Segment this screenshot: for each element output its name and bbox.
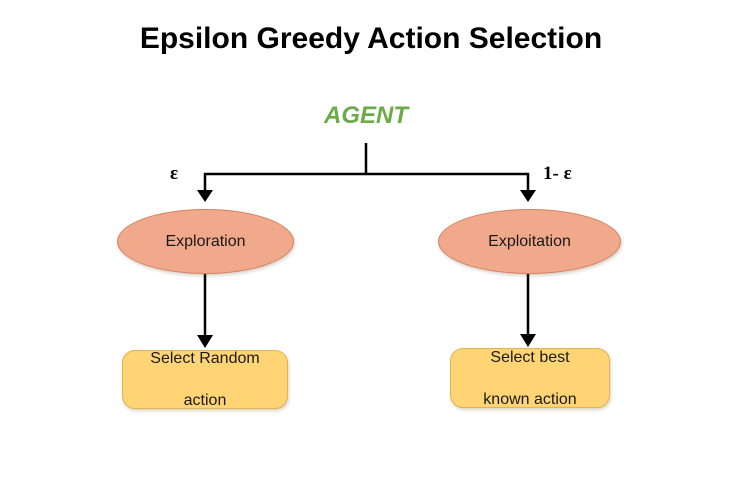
node-exploitation[interactable]: Exploitation: [438, 209, 621, 274]
node-exploration-label: Exploration: [165, 232, 246, 250]
node-select-best-known-action-line1: Select best: [490, 348, 570, 366]
node-select-random-action[interactable]: Select Random action: [122, 350, 288, 409]
arrowhead-left-branch: [197, 190, 213, 202]
arrowhead-exploration-action: [197, 335, 213, 348]
node-select-random-action-line2: action: [183, 392, 227, 409]
node-exploration[interactable]: Exploration: [117, 209, 294, 274]
page-title: Epsilon Greedy Action Selection: [139, 22, 603, 55]
branch-label-epsilon: ε: [170, 163, 179, 184]
node-select-random-action-label: Select Random action: [150, 348, 259, 411]
node-exploitation-label: Exploitation: [488, 232, 571, 250]
node-select-best-known-action-label: Select best known action: [483, 347, 576, 410]
node-select-best-known-action-line2: known action: [483, 390, 577, 408]
node-select-best-known-action[interactable]: Select best known action: [450, 348, 610, 408]
node-select-random-action-line1: Select Random: [150, 350, 260, 367]
arrowhead-exploitation-action: [520, 334, 536, 347]
agent-root-label: AGENT: [324, 102, 408, 129]
arrowhead-right-branch: [520, 190, 536, 202]
branch-label-one-minus-epsilon: 1- ε: [543, 163, 572, 184]
